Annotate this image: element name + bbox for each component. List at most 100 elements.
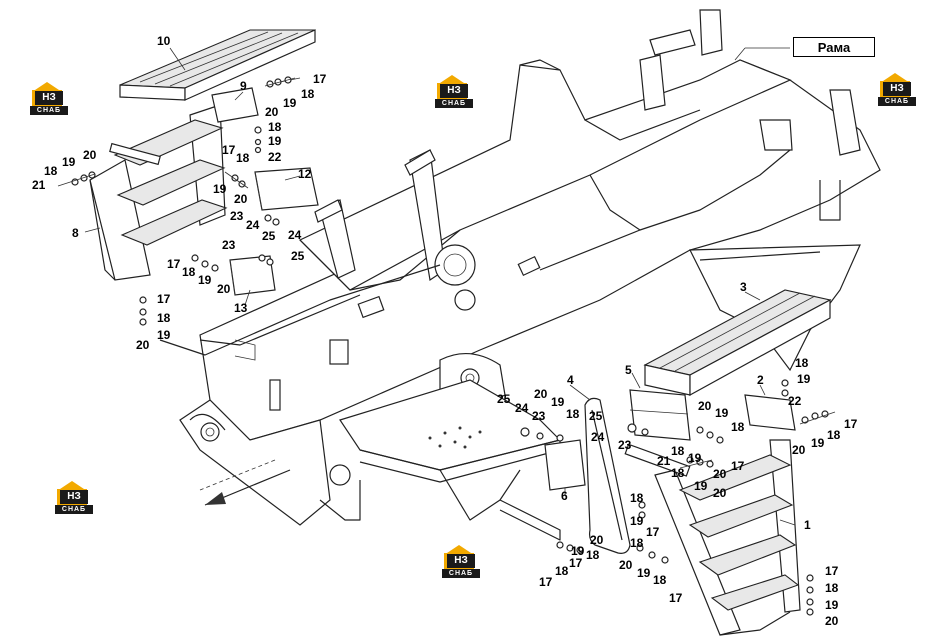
step-plate-3 (643, 289, 832, 397)
main-frame (159, 9, 881, 541)
callout: 24 (246, 218, 260, 232)
callout: 20 (713, 467, 727, 481)
callout: 23 (230, 209, 244, 223)
callout: 25 (589, 409, 603, 423)
callout: 20 (234, 192, 248, 206)
callout: 18 (268, 120, 282, 134)
callout: 19 (637, 566, 651, 580)
callout: 18 (653, 573, 667, 587)
callout: 19 (825, 598, 839, 612)
callout: 13 (234, 301, 248, 315)
callout: 12 (298, 167, 312, 181)
callout: 1 (804, 518, 811, 532)
direction-arrow (199, 459, 291, 506)
callout: 23 (618, 438, 632, 452)
callout: 20 (590, 533, 604, 547)
callout: 17 (844, 417, 858, 431)
callout: 18 (236, 151, 250, 165)
callout: 17 (222, 143, 236, 157)
callout: 23 (532, 409, 546, 423)
callout: 6 (561, 489, 568, 503)
hood-holes (428, 426, 482, 449)
callout: 18 (586, 548, 600, 562)
callout: 17 (825, 564, 839, 578)
callout: 20 (265, 105, 279, 119)
callout: 19 (268, 134, 282, 148)
ladder-1 (624, 439, 801, 636)
callout: 17 (167, 257, 181, 271)
callout: 19 (630, 514, 644, 528)
logo-text: НЗ (883, 82, 911, 96)
callout: 19 (694, 479, 708, 493)
callout: 24 (591, 430, 605, 444)
brand-logo: НЗ СНАБ (878, 73, 916, 107)
callout: 21 (657, 454, 671, 468)
callout: 18 (827, 428, 841, 442)
callout: 17 (731, 459, 745, 473)
callout: 19 (797, 372, 811, 386)
callout: 19 (283, 96, 297, 110)
callout: 2 (757, 373, 764, 387)
callout: 20 (217, 282, 231, 296)
callout: 18 (44, 164, 58, 178)
callout: 18 (630, 491, 644, 505)
logo-text: НЗ (60, 490, 88, 504)
callout: 20 (534, 387, 548, 401)
callout: 23 (222, 238, 236, 252)
callout: 19 (213, 182, 227, 196)
callout: 10 (157, 34, 171, 48)
callout: 17 (313, 72, 327, 86)
logo-subtext: СНАБ (442, 569, 480, 578)
callout: 20 (698, 399, 712, 413)
callout: 18 (157, 311, 171, 325)
brand-logo: НЗ СНАБ (435, 75, 473, 109)
callout: 17 (539, 575, 553, 589)
callout: 18 (825, 581, 839, 595)
callout: 19 (688, 451, 702, 465)
callout: 19 (198, 273, 212, 287)
callout: 20 (83, 148, 97, 162)
logo-subtext: СНАБ (435, 99, 473, 108)
logo-text: НЗ (440, 84, 468, 98)
callout: 18 (555, 564, 569, 578)
callout: 8 (72, 226, 79, 240)
callout: 20 (619, 558, 633, 572)
logo-subtext: СНАБ (30, 106, 68, 115)
brand-logo: НЗ СНАБ (442, 545, 480, 579)
callout: 18 (671, 444, 685, 458)
fasteners (57, 76, 836, 616)
callout: 18 (630, 536, 644, 550)
logo-text: НЗ (447, 554, 475, 568)
callout: 17 (646, 525, 660, 539)
brand-logo: НЗ СНАБ (55, 481, 93, 515)
callout: 24 (288, 228, 302, 242)
logo-subtext: СНАБ (55, 505, 93, 514)
callout: 20 (792, 443, 806, 457)
callout: 19 (715, 406, 729, 420)
callout: 25 (291, 249, 305, 263)
callout: 19 (571, 544, 585, 558)
callout: 18 (671, 466, 685, 480)
ladder-8 (89, 104, 228, 281)
callout: 18 (795, 356, 809, 370)
brackets-right (544, 389, 796, 491)
callout: 19 (811, 436, 825, 450)
callout: 19 (551, 395, 565, 409)
callout: 3 (740, 280, 747, 294)
callout: 24 (515, 401, 529, 415)
callout: 25 (497, 392, 511, 406)
callout: 9 (240, 79, 247, 93)
callout: 20 (713, 486, 727, 500)
handrail-4 (584, 397, 631, 554)
callout: 18 (731, 420, 745, 434)
callout: 22 (268, 150, 282, 164)
callout: 17 (569, 556, 583, 570)
logo-subtext: СНАБ (878, 97, 916, 106)
brand-logo: НЗ СНАБ (30, 82, 68, 116)
callout: 18 (301, 87, 315, 101)
callout: 25 (262, 229, 276, 243)
callout: 18 (566, 407, 580, 421)
callout: 19 (62, 155, 76, 169)
